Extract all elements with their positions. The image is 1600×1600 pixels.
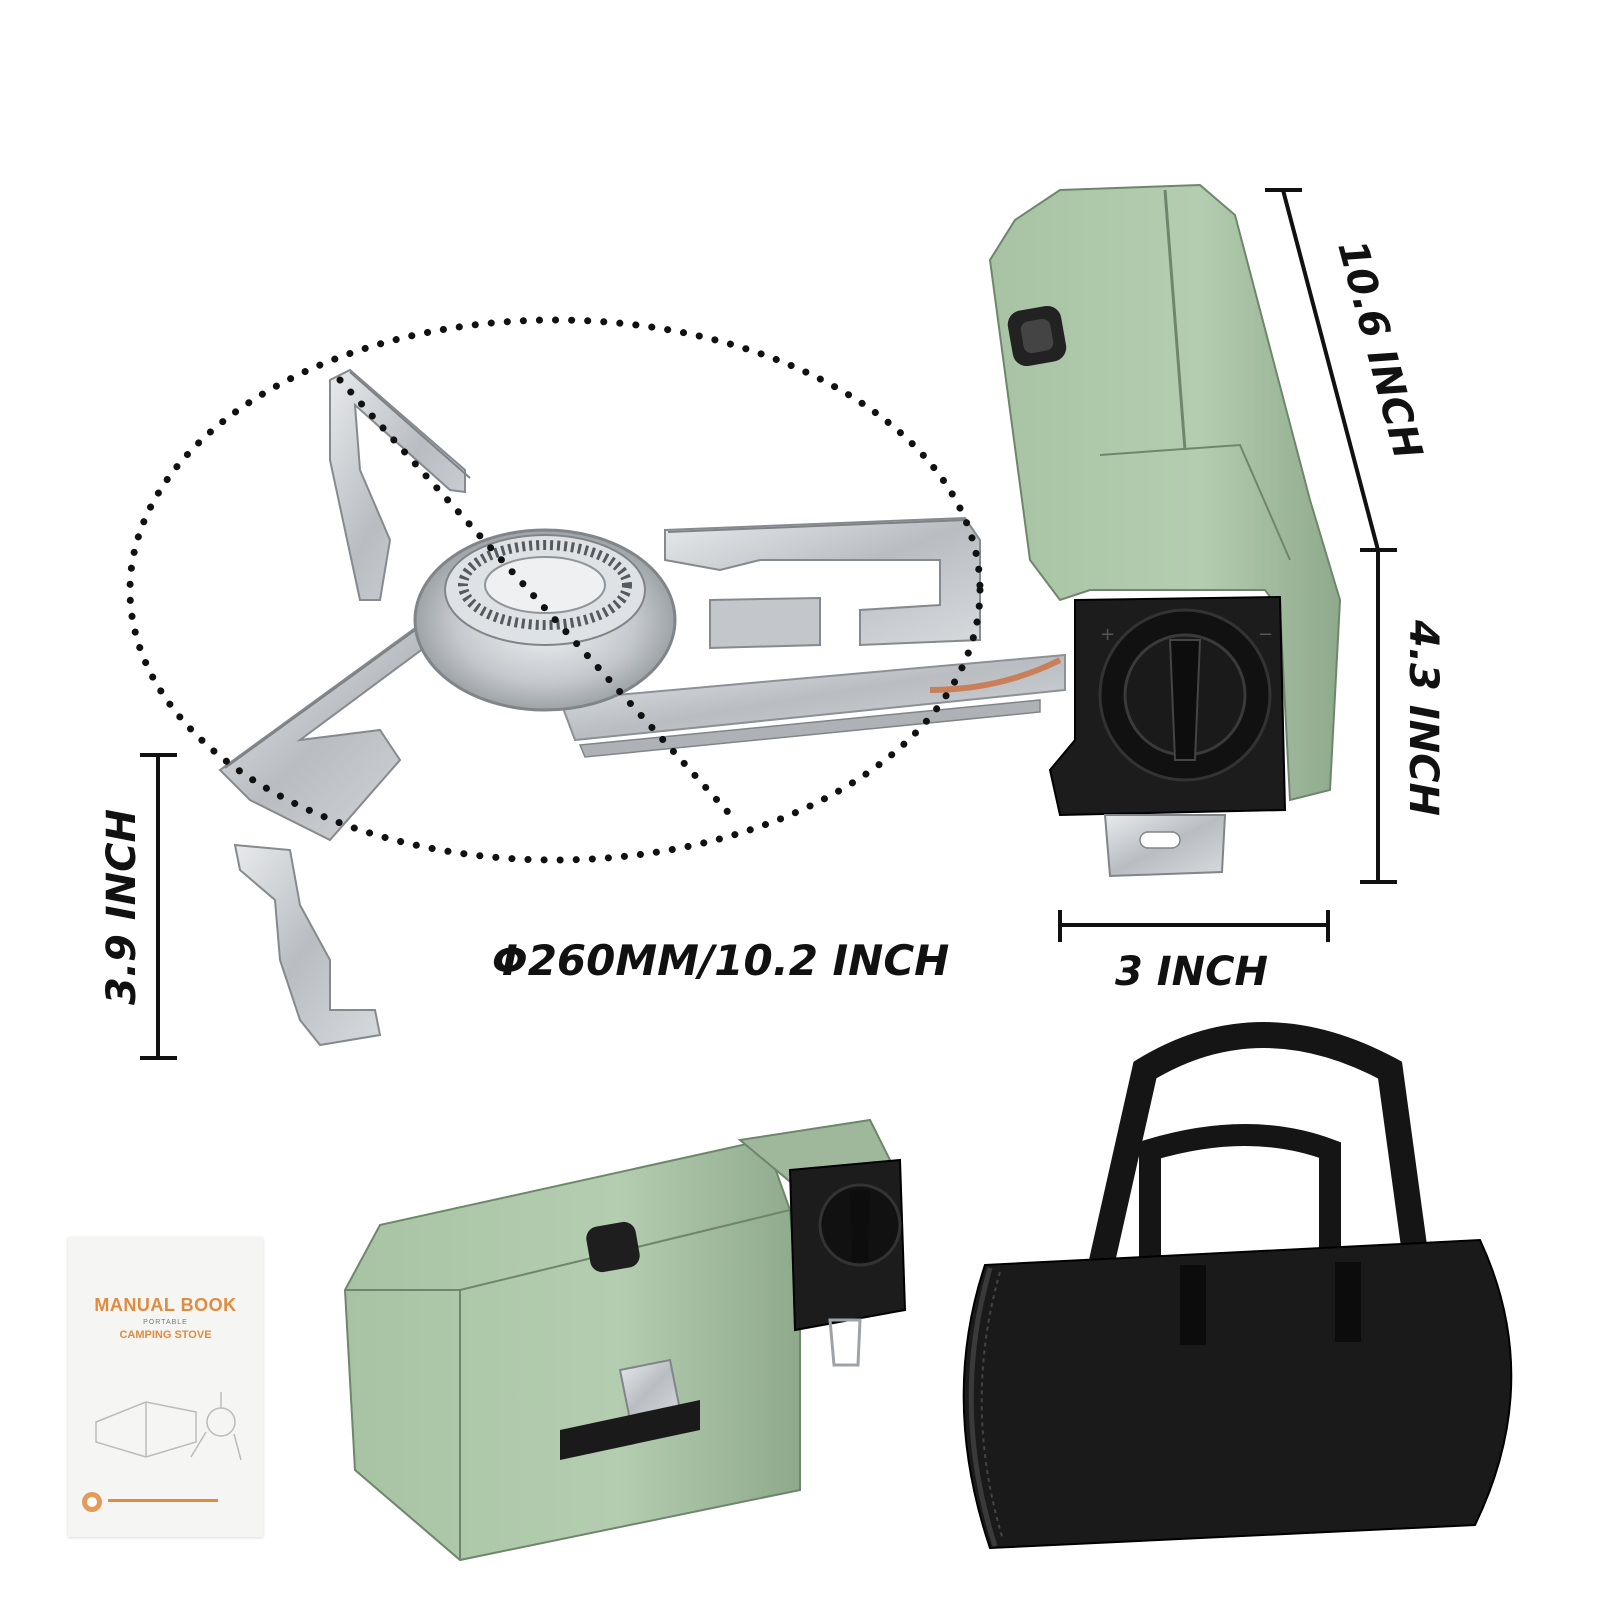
valve-panel: + − — [1048, 595, 1287, 817]
stove-rail — [558, 653, 1066, 758]
label-height-front: 4.3 INCH — [1400, 619, 1446, 816]
pot-support-right — [664, 516, 981, 650]
manual-product: CAMPING STOVE — [119, 1329, 212, 1341]
manual-illustration — [95, 1392, 242, 1461]
manual-subtitle: PORTABLE — [143, 1319, 188, 1326]
manual-title: MANUAL BOOK — [94, 1295, 237, 1315]
support-teeth — [224, 371, 966, 769]
pot-support-left — [329, 368, 466, 601]
gas-tube — [929, 657, 1062, 693]
carry-bag — [962, 1022, 1513, 1550]
stove-main: + − — [218, 183, 1342, 1047]
label-diameter: Φ260MM/10.2 INCH — [492, 936, 949, 985]
burner — [413, 528, 677, 712]
label-leg-height: 3.9 INCH — [99, 809, 145, 1005]
gas-canister-housing — [988, 183, 1342, 802]
manual-logo — [82, 1492, 218, 1512]
dimension-lines — [140, 188, 1397, 1060]
manual-book: MANUAL BOOK PORTABLE CAMPING STOVE — [68, 1237, 263, 1537]
label-height-total: 10.6 INCH — [1328, 236, 1430, 464]
folded-button — [586, 1221, 640, 1273]
label-width: 3 INCH — [1115, 949, 1268, 995]
svg-text:−: − — [1258, 624, 1273, 645]
svg-text:+: + — [1100, 624, 1115, 645]
diameter-indicator — [126, 316, 984, 864]
stove-folded — [343, 1118, 907, 1562]
pot-support-front — [218, 608, 457, 1047]
